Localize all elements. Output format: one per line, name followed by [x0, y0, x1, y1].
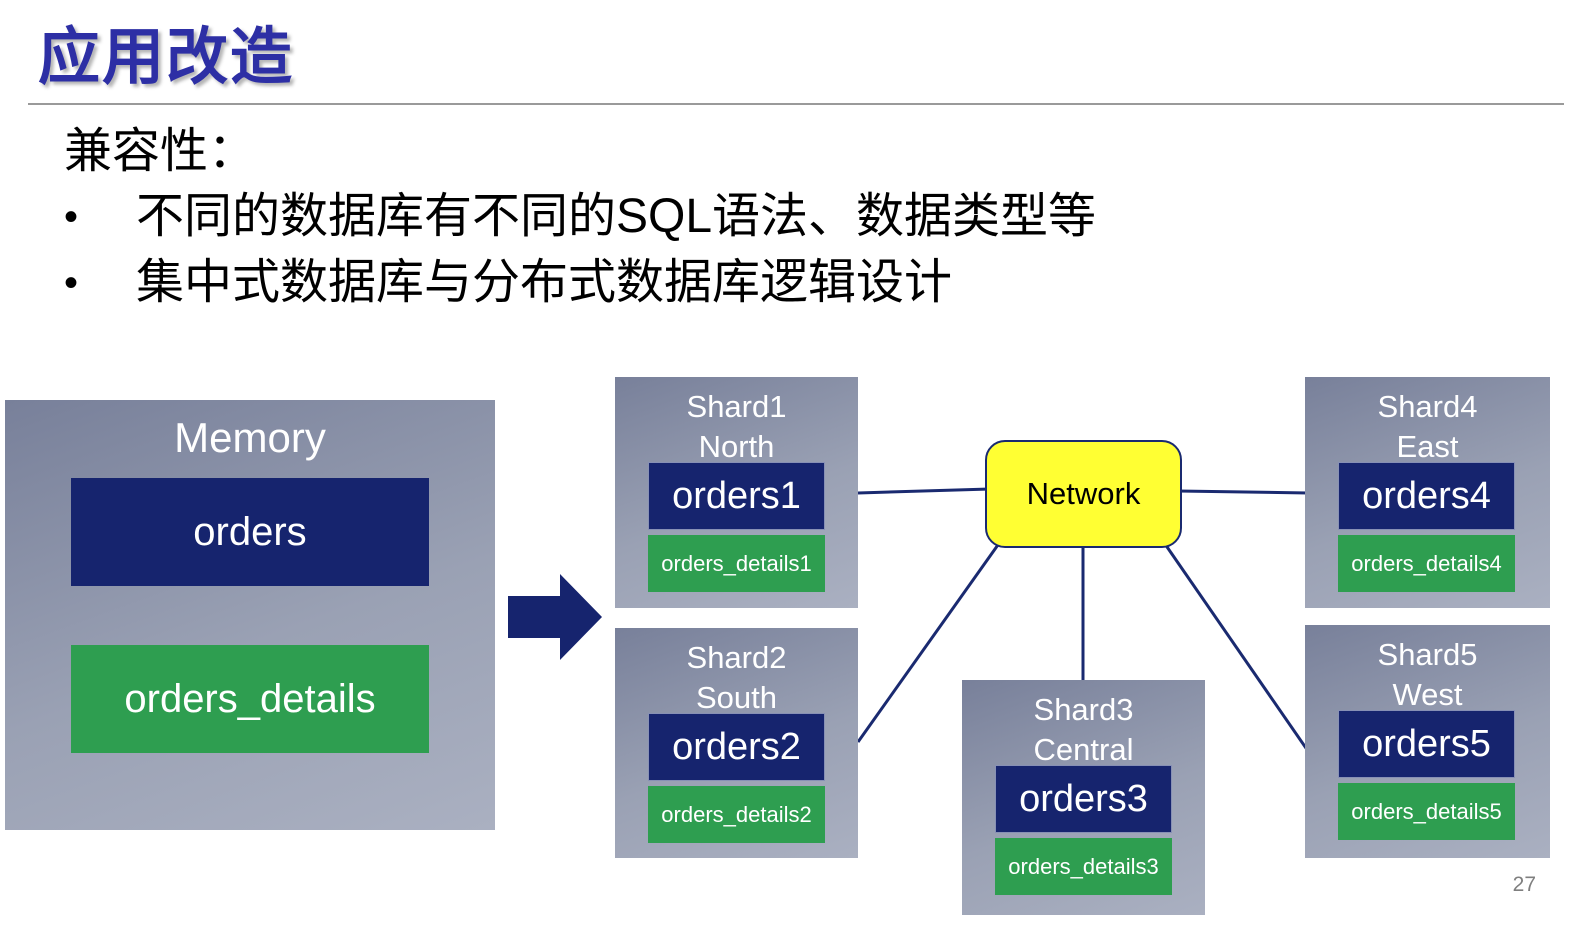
- bullet-item: • 不同的数据库有不同的SQL语法、数据类型等: [64, 184, 1544, 250]
- shard-region: East: [1396, 429, 1459, 464]
- orders-table: orders2: [648, 713, 825, 781]
- bullet-text: 不同的数据库有不同的SQL语法、数据类型等: [136, 190, 1097, 243]
- memory-box: Memory orders orders_details: [5, 400, 495, 830]
- network-node: Network: [985, 440, 1182, 548]
- shard-title: Shard3 Central: [962, 690, 1205, 770]
- orders-table: orders4: [1338, 462, 1515, 530]
- slide-title: 应用改造: [38, 23, 295, 92]
- orders-details-table: orders_details5: [1338, 783, 1515, 840]
- shard-name: Shard3: [1033, 692, 1134, 727]
- orders-details-table: orders_details2: [648, 786, 825, 843]
- orders-table: orders1: [648, 462, 825, 530]
- orders-table: orders3: [995, 765, 1172, 833]
- shard-title: Shard1 North: [615, 387, 858, 467]
- bullet-item: • 集中式数据库与分布式数据库逻辑设计: [64, 250, 1544, 316]
- shard-name: Shard1: [686, 389, 787, 424]
- bullet-text: 集中式数据库与分布式数据库逻辑设计: [136, 256, 953, 309]
- shard-box-5: Shard5 West orders5 orders_details5: [1305, 625, 1550, 858]
- compatibility-heading: 兼容性：: [64, 125, 257, 178]
- flow-arrow-icon: [508, 574, 602, 660]
- shard-title: Shard4 East: [1305, 387, 1550, 467]
- bullet-dot: •: [64, 261, 79, 305]
- shard-name: Shard4: [1377, 389, 1478, 424]
- title-underline: [28, 103, 1564, 105]
- shard-name: Shard2: [686, 640, 787, 675]
- shard-title: Shard5 West: [1305, 635, 1550, 715]
- memory-label: Memory: [174, 414, 326, 461]
- shard-box-4: Shard4 East orders4 orders_details4: [1305, 377, 1550, 608]
- orders-table: orders5: [1338, 710, 1515, 778]
- shard-region: North: [698, 429, 775, 464]
- orders-details-table: orders_details4: [1338, 535, 1515, 592]
- shard-name: Shard5: [1377, 637, 1478, 672]
- orders-details-table: orders_details1: [648, 535, 825, 592]
- page-number: 27: [1512, 873, 1536, 896]
- shard-box-1: Shard1 North orders1 orders_details1: [615, 377, 858, 608]
- shard-region: Central: [1033, 732, 1134, 767]
- shard-region: West: [1392, 677, 1463, 712]
- shard-region: South: [695, 680, 777, 715]
- shard-title: Shard2 South: [615, 638, 858, 718]
- orders-details-table: orders_details: [71, 645, 429, 753]
- shard-box-2: Shard2 South orders2 orders_details2: [615, 628, 858, 858]
- orders-table: orders: [71, 478, 429, 586]
- orders-details-table: orders_details3: [995, 838, 1172, 895]
- bullet-dot: •: [64, 195, 79, 239]
- body-text-block: 兼容性： • 不同的数据库有不同的SQL语法、数据类型等 • 集中式数据库与分布…: [64, 120, 1544, 316]
- shard-box-3: Shard3 Central orders3 orders_details3: [962, 680, 1205, 915]
